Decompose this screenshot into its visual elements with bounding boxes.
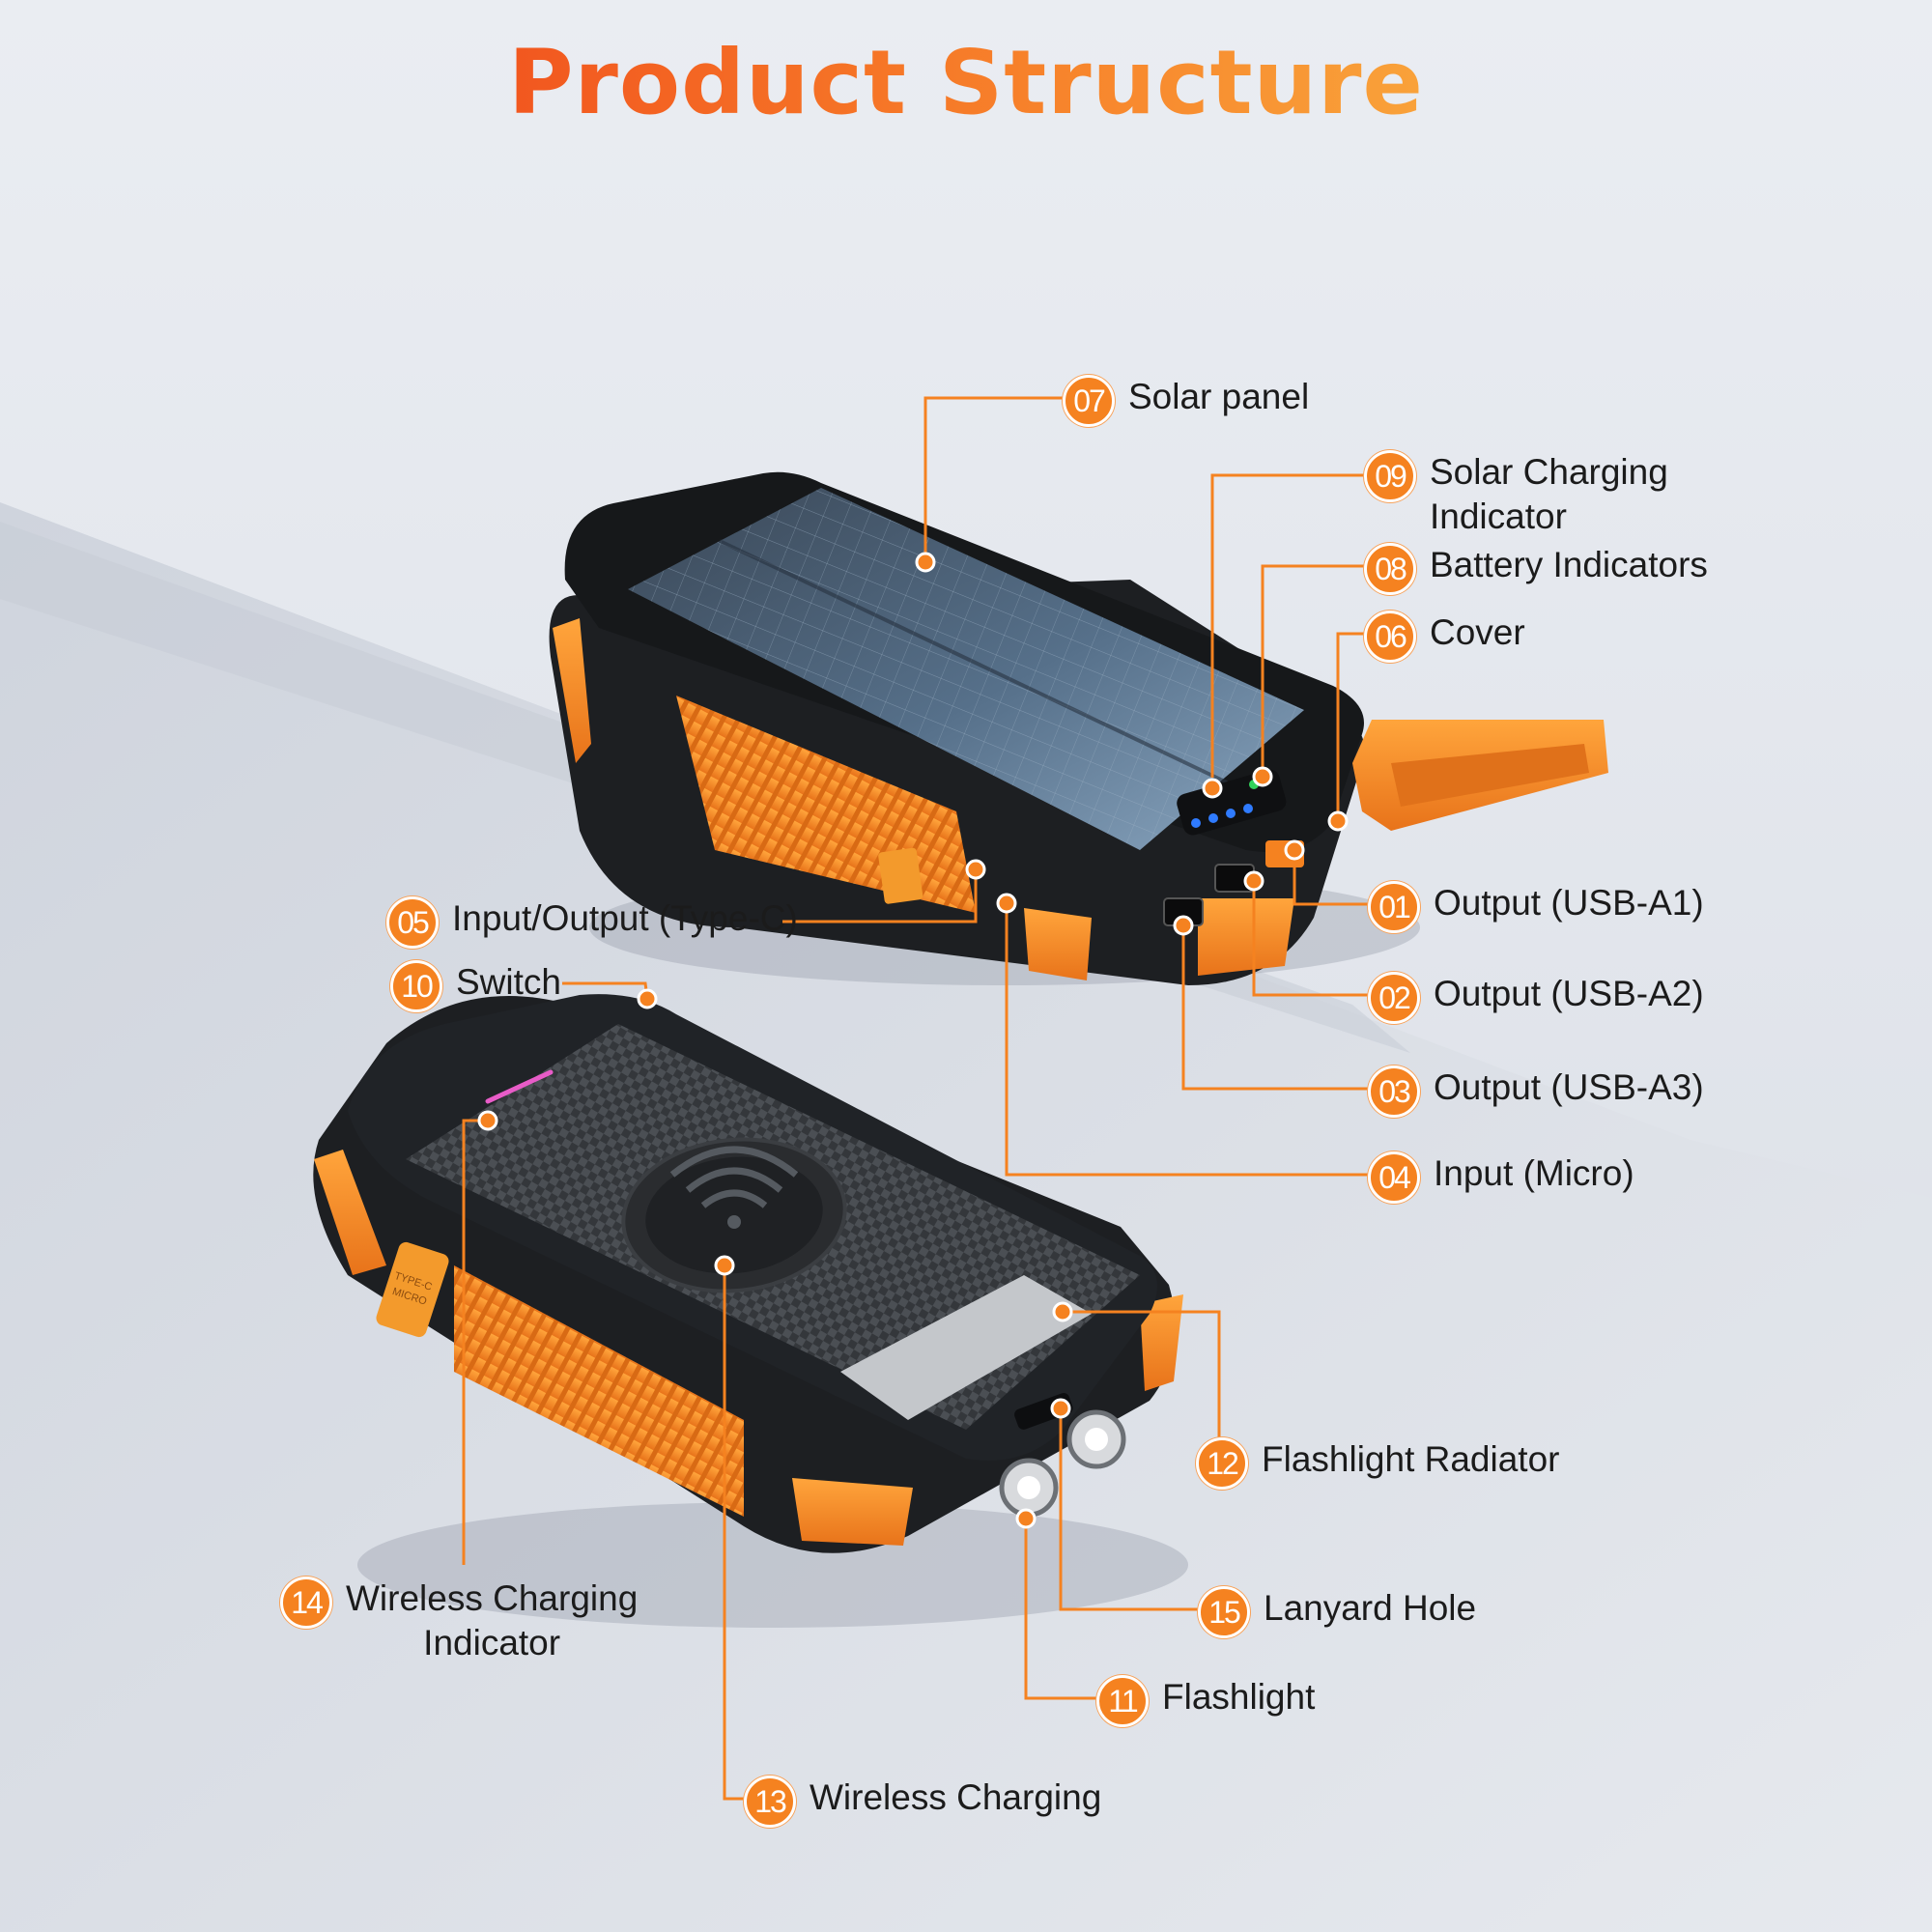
callout-number: 01 (1368, 881, 1420, 933)
callout-number: 02 (1368, 972, 1420, 1024)
callout-number: 05 (386, 896, 439, 949)
callout-cover: 06 Cover (1364, 611, 1525, 663)
callout-label: Solar panel (1128, 377, 1310, 416)
callout-output-usb-a2: 02 Output (USB-A2) (1368, 972, 1704, 1024)
callout-flashlight-radiator: 12 Flashlight Radiator (1196, 1437, 1559, 1490)
callout-number: 09 (1364, 450, 1416, 502)
wireless-charging-icon (621, 1137, 847, 1293)
callout-output-usb-a3: 03 Output (USB-A3) (1368, 1065, 1704, 1118)
callout-solar-panel: 07 Solar panel (1063, 375, 1309, 427)
callout-number: 15 (1198, 1586, 1250, 1638)
callout-label: Switch (456, 962, 561, 1002)
callout-number: 08 (1364, 543, 1416, 595)
callout-switch: 10 Switch (390, 960, 561, 1012)
wireless-indicator-led (485, 1069, 554, 1104)
callout-label: Input (Micro) (1434, 1153, 1634, 1193)
callout-number: 13 (744, 1776, 796, 1828)
flashlight-radiator (840, 1275, 1092, 1420)
callout-label: Output (USB-A2) (1434, 974, 1704, 1013)
callout-battery-indicators: 08 Battery Indicators (1364, 543, 1708, 595)
callout-label: Wireless Charging (810, 1777, 1102, 1817)
grip-ribs-bottom (454, 1265, 744, 1517)
callout-label: Output (USB-A1) (1434, 883, 1704, 923)
callout-input-micro: 04 Input (Micro) (1368, 1151, 1634, 1204)
power-bank-bottom-view: TYPE-C MICRO (313, 994, 1188, 1628)
callout-label: Flashlight Radiator (1262, 1439, 1560, 1479)
callout-label: Flashlight (1162, 1677, 1316, 1717)
callout-number: 03 (1368, 1065, 1420, 1118)
callout-label: Output (USB-A3) (1434, 1067, 1704, 1107)
callout-number: 06 (1364, 611, 1416, 663)
callout-number: 07 (1063, 375, 1115, 427)
callout-number: 11 (1096, 1675, 1149, 1727)
callout-label: Battery Indicators (1430, 545, 1708, 584)
callout-number: 14 (280, 1577, 332, 1629)
callout-number: 04 (1368, 1151, 1420, 1204)
callout-number: 10 (390, 960, 442, 1012)
callout-wireless-charging: 13 Wireless Charging (744, 1776, 1101, 1828)
callout-label: Lanyard Hole (1264, 1588, 1477, 1628)
callout-input-output-typec: 05 Input/Output (Type-C) (386, 896, 798, 949)
callout-number: 12 (1196, 1437, 1248, 1490)
callout-flashlight: 11 Flashlight (1096, 1675, 1315, 1727)
callout-lanyard-hole: 15 Lanyard Hole (1198, 1586, 1476, 1638)
callout-label: Cover (1430, 612, 1525, 652)
callout-label: Input/Output (Type-C) (452, 898, 798, 938)
page-title: Product Structure (508, 31, 1424, 134)
callout-output-usb-a1: 01 Output (USB-A1) (1368, 881, 1704, 933)
